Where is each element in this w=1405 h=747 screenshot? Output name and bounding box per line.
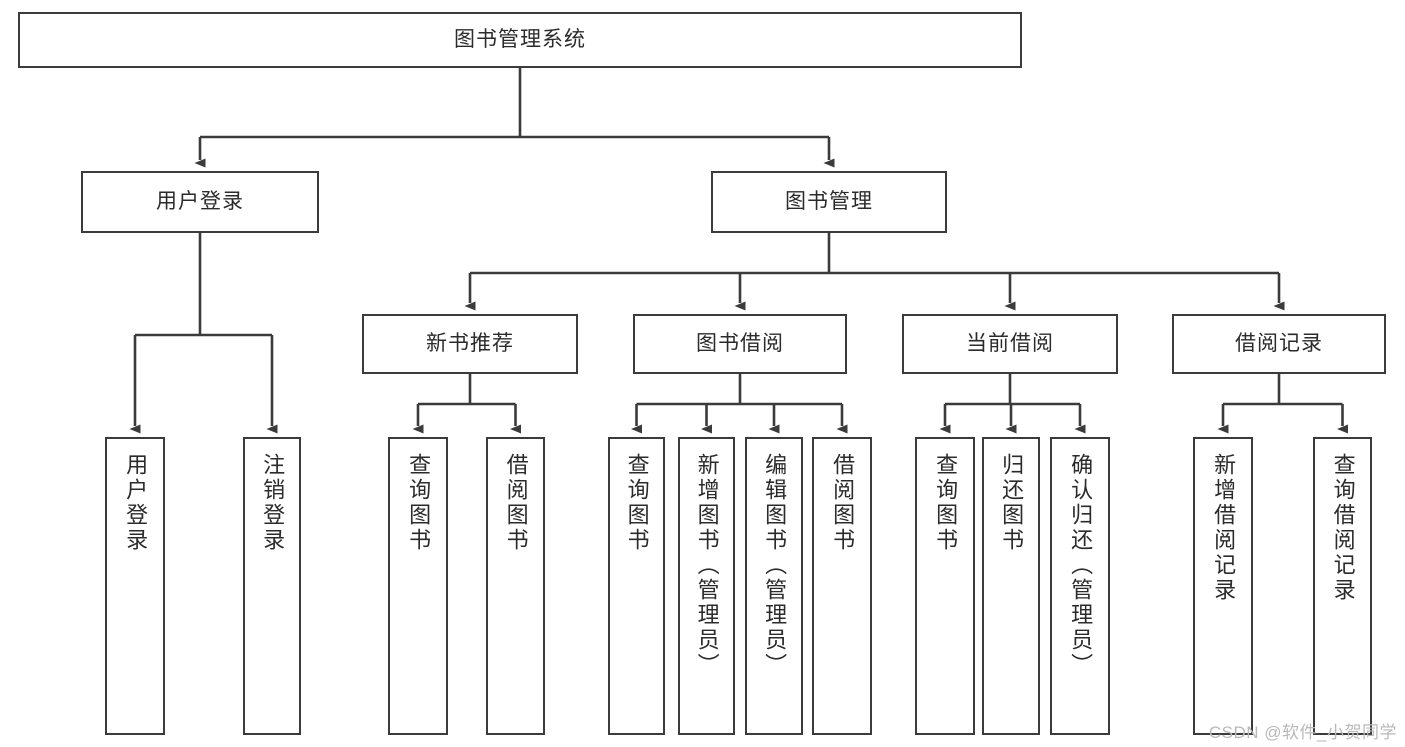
node-leaf-confirm-return[interactable]: 确认归还（管理员） [1050,437,1110,735]
node-leaf-query-book-2-label: 查询图书 [624,453,650,553]
node-leaf-add-record-label: 新增借阅记录 [1211,453,1237,603]
node-leaf-add-book-label: 新增图书（管理员） [694,453,720,678]
node-leaf-return-book-label: 归还图书 [999,453,1025,553]
node-borrow-record[interactable]: 借阅记录 [1172,314,1386,374]
node-book-manage[interactable]: 图书管理 [711,171,947,233]
node-leaf-edit-book-label: 编辑图书（管理员） [762,453,788,678]
node-leaf-add-record[interactable]: 新增借阅记录 [1193,437,1253,735]
node-leaf-borrow-book-2-label: 借阅图书 [830,453,856,553]
node-leaf-logout-label: 注销登录 [260,453,286,553]
node-new-book-recommend-label: 新书推荐 [426,332,514,356]
node-leaf-logout[interactable]: 注销登录 [243,437,301,735]
node-leaf-query-book-3-label: 查询图书 [933,453,959,553]
node-leaf-query-book-3[interactable]: 查询图书 [915,437,975,735]
node-book-borrow[interactable]: 图书借阅 [633,314,847,374]
node-current-borrow-label: 当前借阅 [966,332,1054,356]
csdn-watermark: CSDN @软件_小贺同学 [1208,723,1397,742]
node-leaf-return-book[interactable]: 归还图书 [982,437,1040,735]
node-user-login[interactable]: 用户登录 [81,171,319,233]
node-leaf-query-book-1-label: 查询图书 [406,453,432,553]
node-leaf-confirm-return-label: 确认归还（管理员） [1068,453,1094,678]
node-book-borrow-label: 图书借阅 [696,332,784,356]
node-leaf-query-book-2[interactable]: 查询图书 [608,437,665,735]
node-root[interactable]: 图书管理系统 [18,12,1022,68]
node-root-label: 图书管理系统 [454,28,586,52]
node-leaf-query-book-1[interactable]: 查询图书 [388,437,448,735]
node-book-manage-label: 图书管理 [785,190,873,214]
node-current-borrow[interactable]: 当前借阅 [902,314,1118,374]
node-user-login-label: 用户登录 [156,190,244,214]
node-leaf-borrow-book-1-label: 借阅图书 [503,453,529,553]
node-borrow-record-label: 借阅记录 [1235,332,1323,356]
node-new-book-recommend[interactable]: 新书推荐 [362,314,578,374]
node-leaf-query-record[interactable]: 查询借阅记录 [1313,437,1372,735]
node-leaf-borrow-book-1[interactable]: 借阅图书 [486,437,545,735]
node-leaf-add-book[interactable]: 新增图书（管理员） [678,437,735,735]
node-leaf-user-login-label: 用户登录 [123,453,149,553]
node-leaf-edit-book[interactable]: 编辑图书（管理员） [745,437,803,735]
node-leaf-user-login[interactable]: 用户登录 [105,437,165,735]
node-leaf-query-record-label: 查询借阅记录 [1330,453,1356,603]
node-leaf-borrow-book-2[interactable]: 借阅图书 [812,437,872,735]
